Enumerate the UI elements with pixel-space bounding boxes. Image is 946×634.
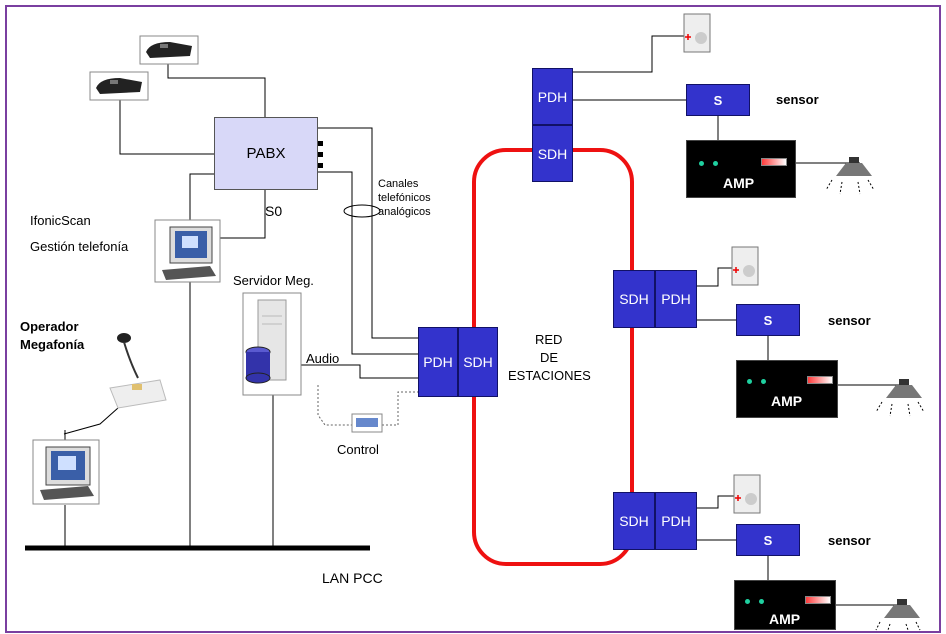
amp-1-label: AMP	[723, 175, 755, 191]
phone-top-line	[167, 64, 266, 118]
microphone-icon	[109, 333, 167, 409]
amp-2-label: AMP	[771, 393, 803, 409]
s-box-1: S	[686, 84, 750, 116]
pabx-left-line	[189, 173, 215, 220]
sdh-bottom: SDH	[613, 492, 655, 550]
s0-line	[220, 190, 266, 239]
control-label: Control	[337, 442, 379, 457]
diagram-frame	[5, 5, 941, 633]
red-label-2: DE	[540, 350, 559, 365]
operador-label-2: Megafonía	[20, 337, 85, 352]
pabx-dots	[318, 141, 323, 168]
phone-top-icon	[139, 35, 199, 65]
audio-line	[300, 364, 418, 379]
red-label-1: RED	[535, 332, 563, 347]
servidor-label: Servidor Meg.	[233, 273, 314, 288]
sensor-device-1	[683, 13, 711, 53]
pdh-top: PDH	[532, 68, 573, 125]
phone-left-line	[119, 100, 215, 155]
s-box-2: S	[736, 304, 800, 336]
server-icon	[242, 292, 302, 396]
pdh-mid: PDH	[655, 270, 697, 328]
sensor-device-3	[733, 474, 761, 514]
sdh-mid: SDH	[613, 270, 655, 328]
canales-label-1: Canales	[378, 178, 419, 190]
pdh-bottom: PDH	[655, 492, 697, 550]
canales-line-1	[318, 127, 418, 339]
audio-label: Audio	[306, 351, 340, 366]
lan-label: LAN PCC	[322, 570, 383, 586]
sdh-center: SDH	[458, 327, 498, 397]
sensor-label-1: sensor	[776, 92, 819, 107]
cable-bundle	[343, 204, 381, 218]
pdh-center: PDH	[418, 327, 458, 397]
pabx-box: PABX	[214, 117, 318, 190]
control-line-1	[317, 385, 353, 426]
speaker-2	[875, 379, 925, 417]
sensor-label-3: sensor	[828, 533, 871, 548]
operador-label-1: Operador	[20, 319, 79, 334]
s-box-3: S	[736, 524, 800, 556]
control-device-icon	[351, 413, 383, 433]
s0-label: S0	[265, 203, 283, 219]
sensor-device-2	[731, 246, 759, 286]
sensor-label-2: sensor	[828, 313, 871, 328]
speaker-3	[875, 599, 921, 631]
amp-3: AMP	[734, 580, 836, 630]
canales-label-3: analógicos	[378, 206, 431, 218]
speaker-1	[825, 157, 875, 195]
red-label-3: ESTACIONES	[508, 368, 591, 383]
pdh2-sensor-line	[697, 267, 732, 287]
control-line-2	[382, 391, 418, 426]
pc-operador-icon	[32, 439, 100, 505]
canales-label-2: telefónicos	[378, 192, 431, 204]
sdh-top: SDH	[532, 125, 573, 182]
gestion-label: Gestión telefonía	[30, 239, 129, 254]
canales-line-2	[318, 171, 418, 355]
mic-line	[63, 407, 119, 435]
phone-left-icon	[89, 71, 149, 101]
amp-3-label: AMP	[769, 611, 801, 627]
pdh3-sensor-line	[697, 495, 734, 509]
amp-1: AMP	[686, 140, 796, 198]
pdh1-sensor-line	[573, 35, 684, 73]
amp-2: AMP	[736, 360, 838, 418]
pc-gestion-icon	[154, 219, 221, 283]
ifonicscan-label: IfonicScan	[30, 213, 91, 228]
